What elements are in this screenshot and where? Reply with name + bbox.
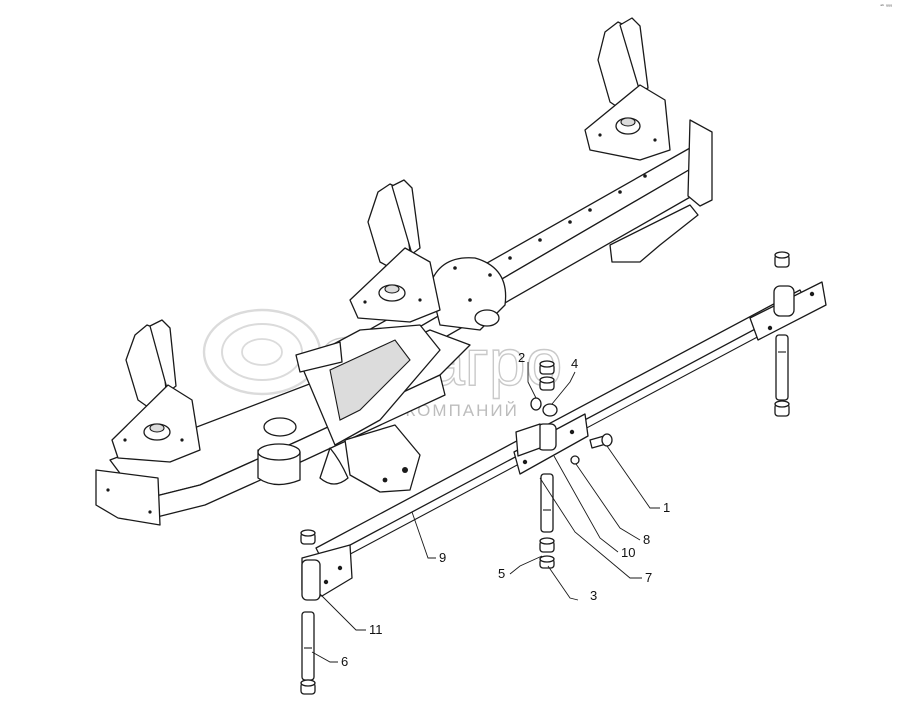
nut-8 [570,455,580,465]
callout-10: 10 [621,545,635,560]
pin-7 [540,473,554,533]
main-frame [95,119,713,526]
shank-bracket-middle [349,179,441,323]
callout-3: 3 [590,588,597,603]
shank-bracket-front [111,319,201,463]
drawbar-lug [295,341,343,373]
part-4-washer [542,403,558,417]
part-2-nut [530,397,542,411]
drawbar-foot [319,447,349,485]
end-flange-left [95,469,161,526]
hinge-sleeve-left [301,559,321,601]
beam-holes [508,174,647,260]
callout-6: 6 [341,654,348,669]
watermark-logo-icon [202,308,322,396]
link-bar-assembly [301,281,827,601]
callout-2: 2 [518,350,525,365]
leader-lines [311,362,660,663]
corner-mark: ᵃᵇ ᵍᵍᵍ [880,4,892,10]
fasteners [300,251,790,695]
callout-4: 4 [571,356,578,371]
hinge-sleeve-middle [537,423,557,451]
hinge-sleeve-right [773,285,795,317]
end-flange-right [687,119,713,207]
shank-bracket-rear [584,17,671,161]
callout-7: 7 [645,570,652,585]
pin-right [775,334,789,401]
cross-plate-bore [263,417,297,437]
callout-labels: 1 2 3 4 5 6 7 8 9 10 11 [341,350,670,669]
drawbar-slot [329,339,411,421]
pin-6 [301,611,315,681]
callout-9: 9 [439,550,446,565]
bracket-10 [515,423,541,457]
lower-hub-top [257,443,301,461]
rear-underbracket [609,204,699,263]
callout-11: 11 [369,622,383,637]
callout-5: 5 [498,566,505,581]
callout-1: 1 [663,500,670,515]
pivot-boss [474,309,500,327]
callout-8: 8 [643,532,650,547]
lower-bracket [344,424,421,493]
